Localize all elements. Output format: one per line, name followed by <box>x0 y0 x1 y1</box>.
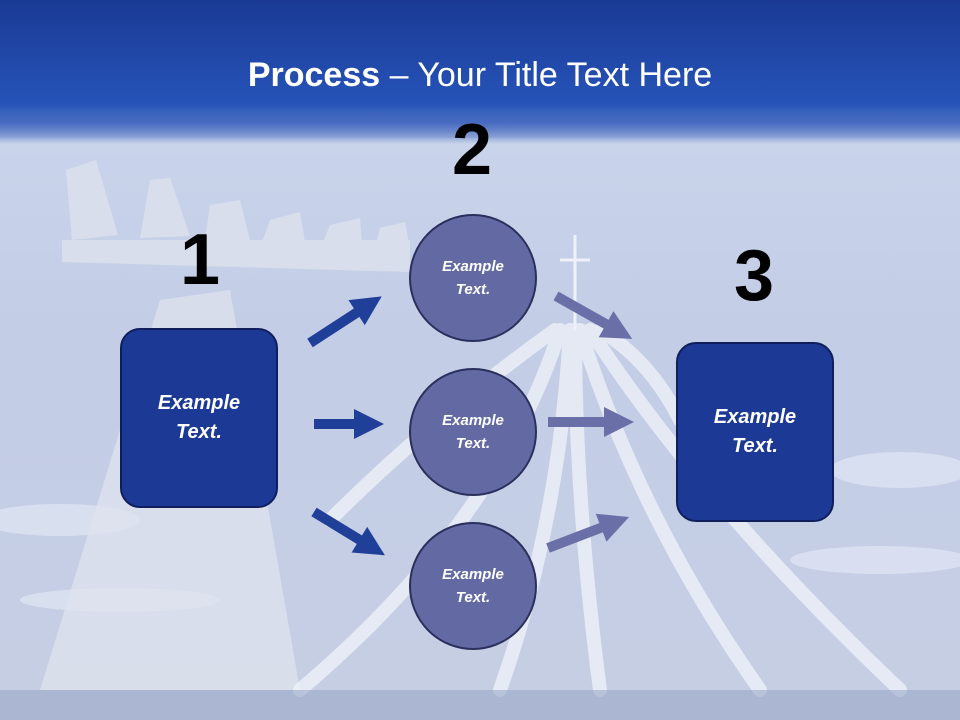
step-1-text: Example Text. <box>157 392 241 443</box>
step-number-1: 1 <box>179 220 221 300</box>
title-bold: Process <box>247 56 381 94</box>
step-number-2: 2 <box>451 110 493 190</box>
page-title: Process – Your Title Text Here <box>0 54 960 96</box>
title-rest: – Your Title Text Here <box>380 56 713 94</box>
circle-top: Example Text. <box>409 214 537 342</box>
circle-top-text: Example Text. <box>442 258 504 298</box>
circle-bottom-text: Example Text. <box>442 566 504 606</box>
arrow-top-to-3 <box>553 291 633 339</box>
arrow-bottom-to-3 <box>546 513 630 553</box>
circle-middle-text: Example Text. <box>442 412 504 452</box>
circle-middle: Example Text. <box>409 368 537 496</box>
step-1-box: Example Text. <box>120 328 278 508</box>
step-3-text: Example Text. <box>713 406 797 457</box>
circle-bottom: Example Text. <box>409 522 537 650</box>
step-3-box: Example Text. <box>676 342 834 522</box>
step-number-3: 3 <box>733 236 775 316</box>
arrow-1-to-bottom <box>311 507 385 556</box>
arrow-1-to-top <box>307 296 382 348</box>
